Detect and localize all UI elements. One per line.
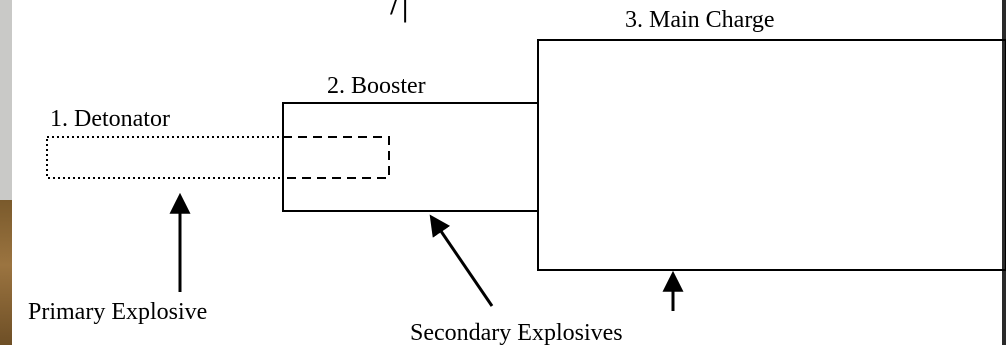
right-edge-border <box>1002 0 1006 345</box>
main-charge-box <box>537 39 1006 271</box>
secondary-explosives-label: Secondary Explosives <box>410 320 623 345</box>
detonator-insert-outline <box>283 136 390 179</box>
detonator-label: 1. Detonator <box>50 106 170 132</box>
primary-explosive-label: Primary Explosive <box>28 299 207 325</box>
background-photo-strip-lower <box>0 200 12 345</box>
booster-label: 2. Booster <box>327 73 426 99</box>
background-photo-strip <box>0 0 12 200</box>
header-glyph: /| <box>390 0 409 23</box>
booster-box <box>282 102 539 212</box>
secondary-booster-arrow <box>429 214 494 307</box>
detonator-box <box>46 136 284 179</box>
main-charge-label: 3. Main Charge <box>625 7 775 33</box>
